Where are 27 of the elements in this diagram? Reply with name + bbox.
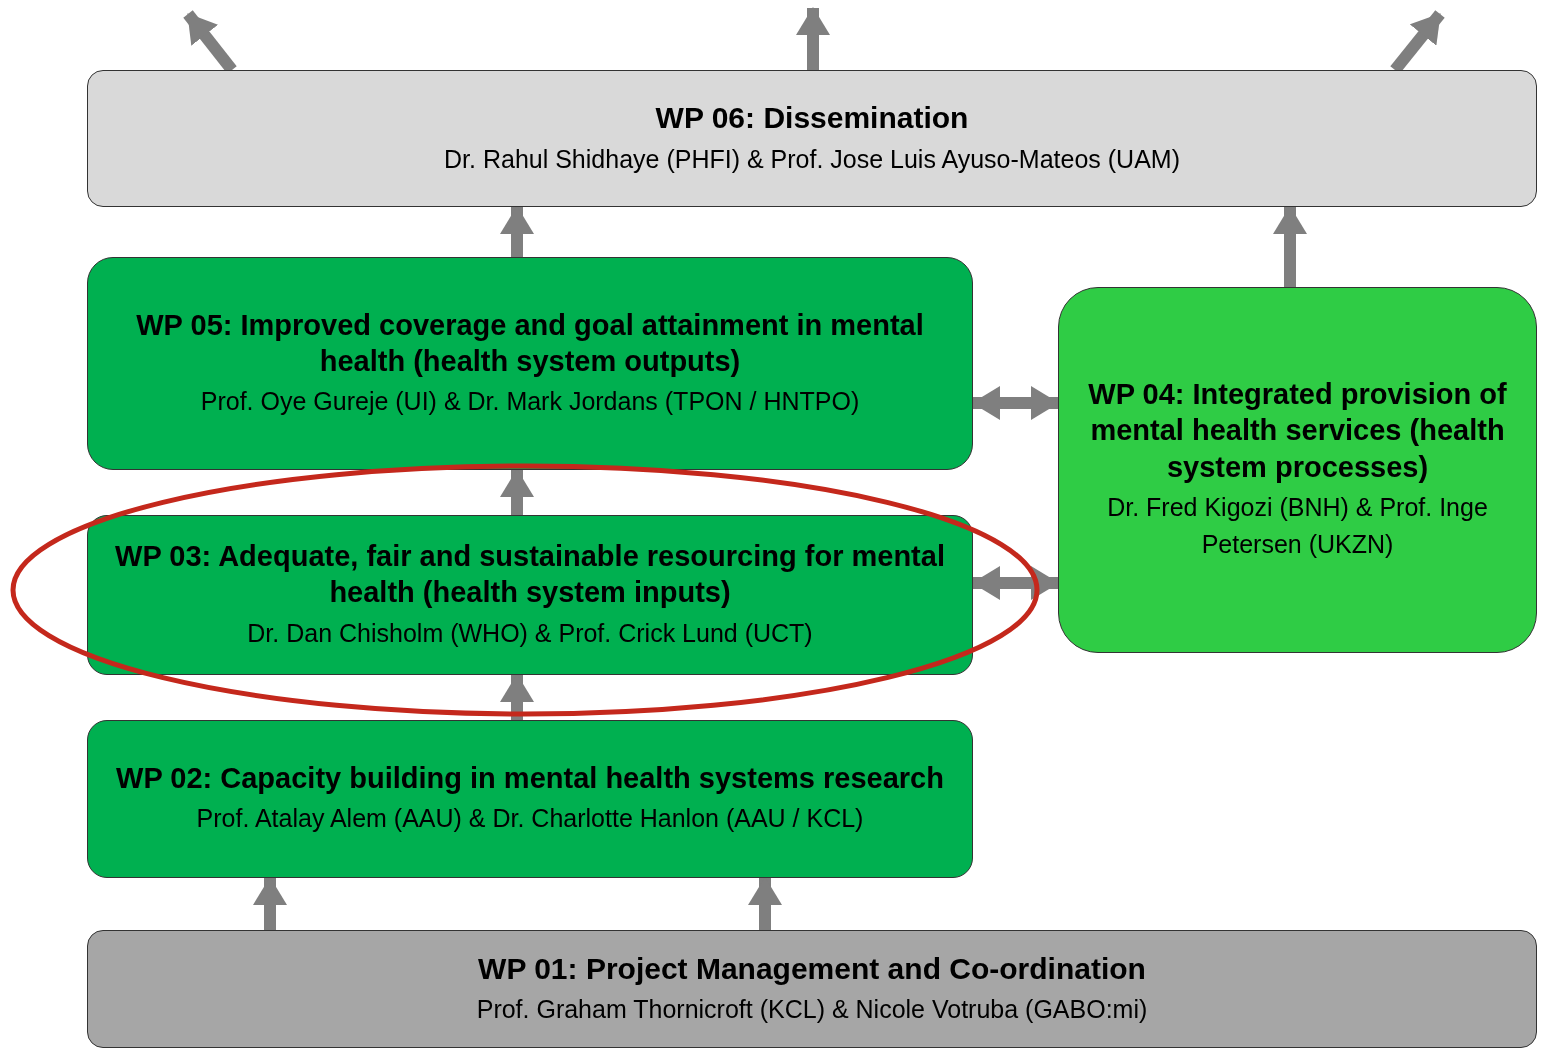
arrow — [500, 674, 534, 720]
arrow — [748, 877, 782, 930]
arrow — [500, 206, 534, 257]
work-package-box — [87, 257, 973, 470]
arrow — [796, 7, 830, 70]
package-title: WP 05: Improved coverage and goal attainment in mental health (health system outputs) — [135, 307, 925, 379]
package-leaders: Dr. Fred Kigozi (BNH) & Prof. Inge Petersen (UKZN) — [1106, 491, 1489, 561]
package-title: WP 01: Project Management and Co-ordination — [478, 950, 1146, 987]
work-package-box — [87, 70, 1537, 207]
package-leaders: Dr. Dan Chisholm (WHO) & Prof. Crick Lund (UCT) — [247, 617, 813, 649]
package-title: WP 04: Integrated provision of mental health services (health system processes) — [1087, 377, 1508, 485]
work-package-box — [1058, 287, 1537, 653]
work-package-box — [87, 515, 973, 675]
arrow — [253, 877, 287, 930]
package-leaders: Prof. Atalay Alem (AAU) & Dr. Charlotte Hanlon (AAU / KCL) — [196, 803, 864, 835]
arrow — [972, 386, 1059, 420]
arrow — [1273, 206, 1307, 287]
package-title: WP 06: Dissemination — [655, 100, 969, 136]
package-title: WP 02: Capacity building in mental health systems research — [116, 761, 944, 797]
work-package-box — [87, 930, 1537, 1048]
arrow — [972, 566, 1059, 600]
package-leaders: Prof. Graham Thornicroft (KCL) & Nicole Votruba (GABO:mi) — [476, 994, 1148, 1025]
package-title: WP 03: Adequate, fair and sustainable resourcing for mental health (health system inputs) — [114, 539, 946, 611]
package-leaders: Dr. Rahul Shidhaye (PHFI) & Prof. Jose Luis Ayuso-Mateos (UAM) — [444, 143, 1180, 175]
package-leaders: Prof. Oye Gureje (UI) & Dr. Mark Jordans (TPON / HNTPO) — [200, 386, 860, 417]
work-package-box — [87, 720, 973, 878]
arrow — [500, 469, 534, 515]
